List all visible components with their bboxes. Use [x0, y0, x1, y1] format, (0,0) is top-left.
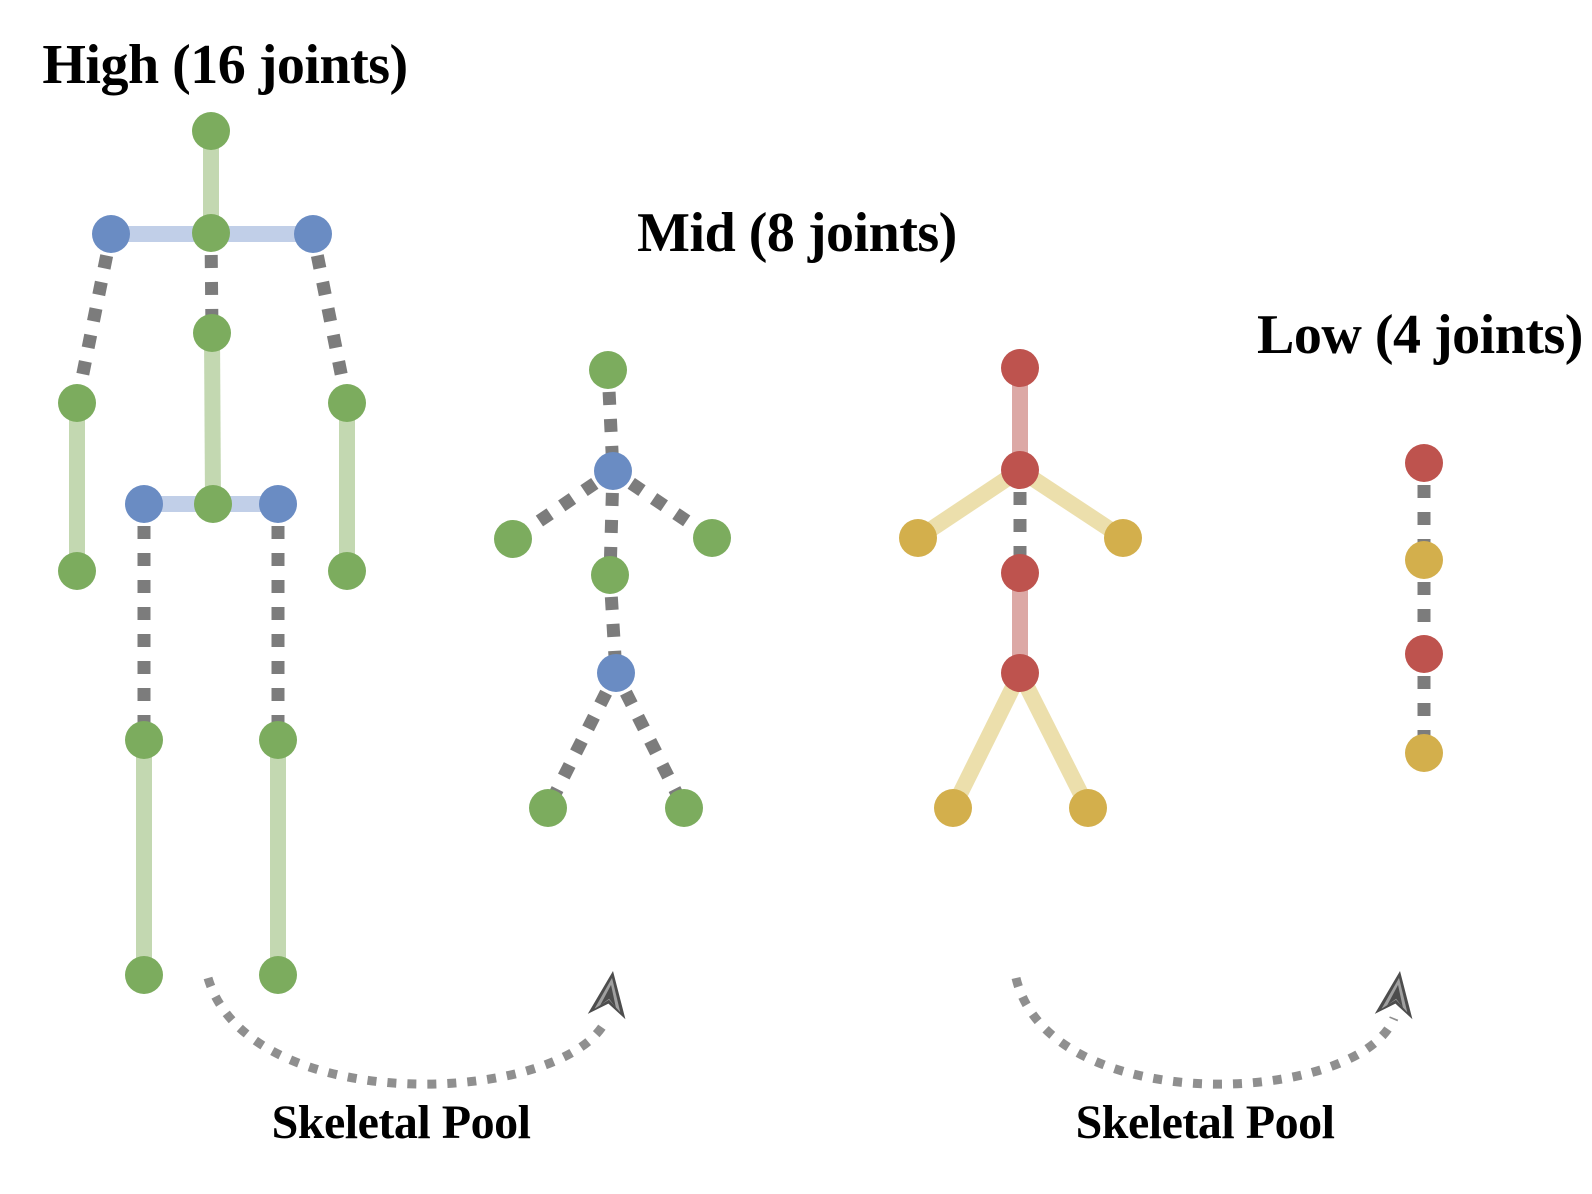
- high-bone-right-shoulder--right-elbow: [306, 232, 354, 405]
- pool-label-1: Skeletal Pool: [271, 1096, 531, 1149]
- mid-pooled-joint-right-hand: [1104, 519, 1142, 557]
- high-joint-head: [192, 112, 230, 150]
- mid-joint-neck: [594, 452, 632, 490]
- title-mid: Mid (8 joints): [637, 202, 957, 264]
- mid-joint-left-hand: [494, 520, 532, 558]
- mid-pooled-bone-neck--right-hand: [1015, 463, 1128, 545]
- mid-bone-neck--right-hand: [609, 465, 716, 544]
- mid-bone-pelvis--right-foot: [610, 670, 690, 811]
- high-bone-spine--pelvis: [204, 332, 221, 505]
- low-joint-joint-4: [1405, 734, 1443, 772]
- mid-joint-right-foot: [665, 789, 703, 827]
- mid-pooled-joint-pelvis: [1001, 654, 1039, 692]
- high-joint-pelvis: [194, 485, 232, 523]
- high-joint-left-knee: [125, 721, 163, 759]
- skeleton-mid: [494, 351, 731, 827]
- skeletal-pool-arrow-2-path: [1011, 976, 1399, 1089]
- title-low: Low (4 joints): [1257, 304, 1583, 366]
- mid-joint-head: [589, 351, 627, 389]
- mid-pooled-joint-right-foot: [1069, 789, 1107, 827]
- low-joint-joint-1: [1405, 444, 1443, 482]
- skeleton-mid-pooled: [899, 349, 1142, 827]
- mid-bone-pelvis--left-foot: [542, 670, 622, 811]
- high-joint-right-knee: [259, 721, 297, 759]
- low-joint-joint-3: [1405, 635, 1443, 673]
- mid-pooled-bone-pelvis--left-foot: [945, 669, 1028, 812]
- mid-joint-pelvis: [597, 654, 635, 692]
- pool-label-2: Skeletal Pool: [1075, 1096, 1335, 1149]
- skeletal-pool-arrow-1: [203, 971, 626, 1089]
- title-high: High (16 joints): [42, 34, 408, 96]
- mid-pooled-joint-neck: [1001, 451, 1039, 489]
- skeletal-pool-arrow-1-path: [203, 976, 612, 1089]
- high-bone-left-shoulder--left-elbow: [70, 232, 118, 405]
- high-joint-left-elbow: [58, 384, 96, 422]
- mid-pooled-bone-pelvis--right-foot: [1012, 669, 1096, 812]
- high-joint-left-ankle: [125, 956, 163, 994]
- skeletal-pool-arrow-1-arrowhead-icon: [587, 971, 626, 1020]
- high-joint-right-wrist: [328, 552, 366, 590]
- high-joint-left-hip: [125, 485, 163, 523]
- mid-joint-spine: [591, 556, 629, 594]
- high-joint-left-shoulder: [92, 215, 130, 253]
- high-joint-right-elbow: [328, 384, 366, 422]
- mid-pooled-joint-left-foot: [934, 789, 972, 827]
- skeletal-pool-arrow-2-arrowhead-icon: [1374, 971, 1413, 1020]
- mid-pooled-joint-spine: [1001, 554, 1039, 592]
- low-joint-joint-2: [1405, 541, 1443, 579]
- skeleton-low: [1405, 444, 1443, 772]
- mid-pooled-bone-neck--left-hand: [913, 463, 1025, 545]
- skeletal-pool-arrow-2: [1011, 971, 1413, 1089]
- mid-pooled-joint-left-hand: [899, 519, 937, 557]
- mid-pooled-joint-head: [1001, 349, 1039, 387]
- skeleton-high: [58, 112, 366, 994]
- mid-joint-right-hand: [693, 519, 731, 557]
- high-joint-spine: [193, 314, 231, 352]
- high-joint-right-hip: [259, 485, 297, 523]
- mid-joint-left-foot: [529, 789, 567, 827]
- high-joint-right-shoulder: [294, 215, 332, 253]
- high-joint-right-ankle: [259, 956, 297, 994]
- high-joint-left-wrist: [58, 552, 96, 590]
- high-joint-neck: [192, 214, 230, 252]
- mid-bone-neck--left-hand: [509, 465, 617, 545]
